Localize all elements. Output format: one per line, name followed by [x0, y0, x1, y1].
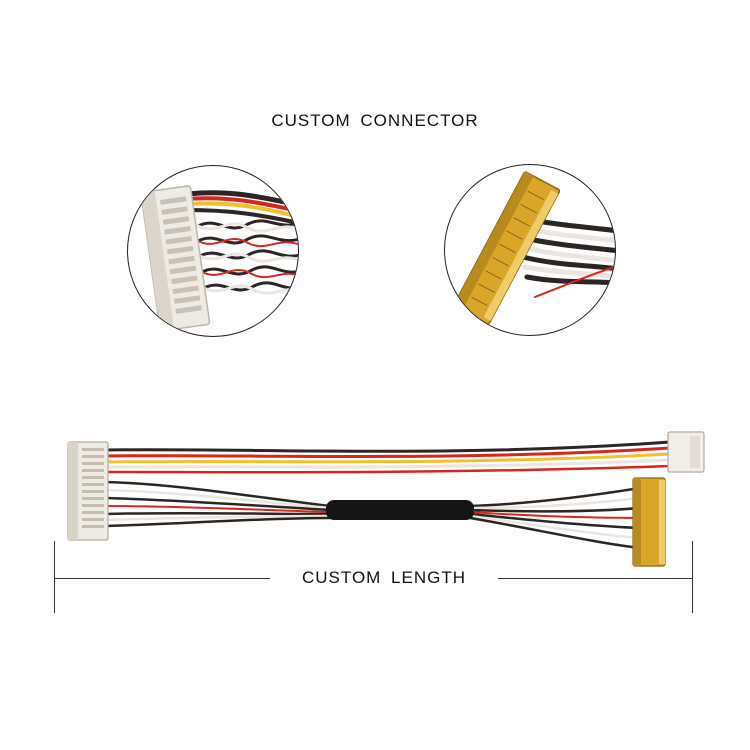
dimension-left-tick — [54, 541, 55, 613]
small-white-connector — [667, 431, 705, 473]
black-sleeve — [326, 500, 474, 520]
gold-connector-closeup — [453, 171, 615, 325]
dimension-right-tick — [692, 541, 693, 613]
signal-wire-bundle — [103, 480, 642, 550]
zoom-circle-gold-connector — [444, 164, 616, 336]
white-connector-closeup — [140, 185, 298, 332]
white-multi-pin-connector — [67, 441, 109, 541]
custom-connector-heading: CUSTOM CONNECTOR — [271, 111, 479, 130]
gold-fine-pitch-connector — [632, 477, 666, 567]
power-wire-bundle — [103, 440, 672, 474]
custom-length-label: CUSTOM LENGTH — [270, 568, 498, 588]
cable-assembly — [67, 431, 705, 567]
zoom-circle-white-connector — [127, 165, 299, 337]
